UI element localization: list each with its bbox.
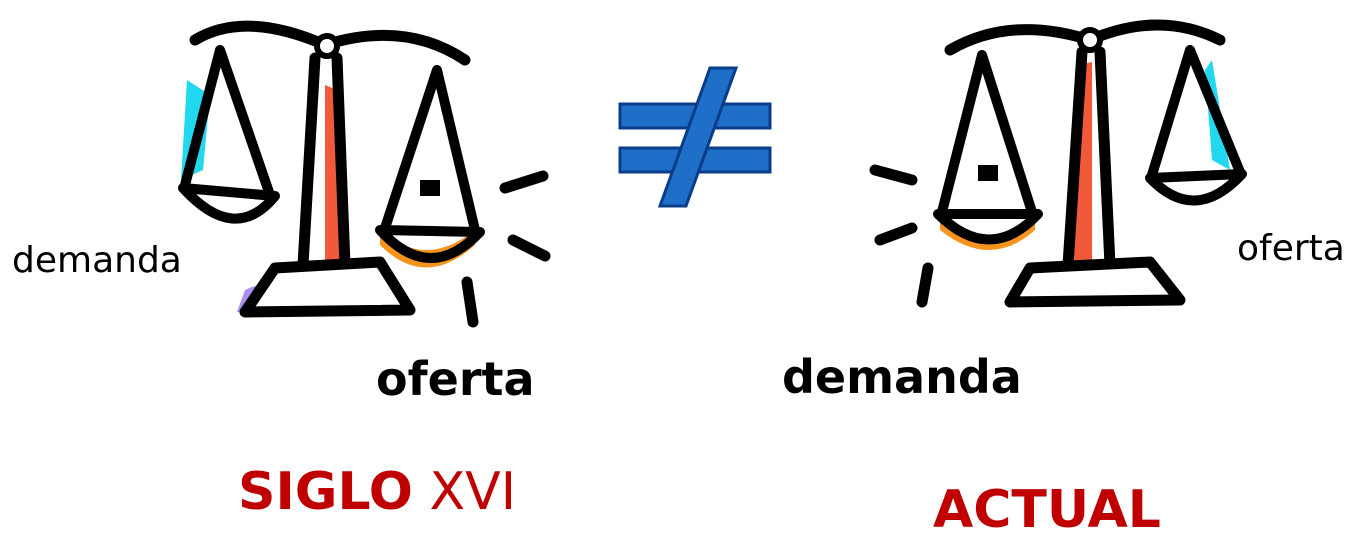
- left-side-label: demanda: [12, 240, 182, 281]
- left-bottom-label: oferta: [376, 352, 535, 406]
- era-right-title: ACTUAL: [933, 480, 1161, 540]
- balance-scale-right-icon: [869, 19, 1247, 308]
- not-equal-icon: [618, 66, 772, 208]
- era-left-regular: XVI: [429, 462, 517, 522]
- right-side-label: oferta: [1237, 228, 1345, 269]
- balance-scale-left-icon: [178, 20, 551, 328]
- era-left-bold: SIGLO: [238, 462, 413, 522]
- era-left-title: SIGLO XVI: [238, 462, 516, 522]
- right-bottom-label: demanda: [782, 350, 1022, 404]
